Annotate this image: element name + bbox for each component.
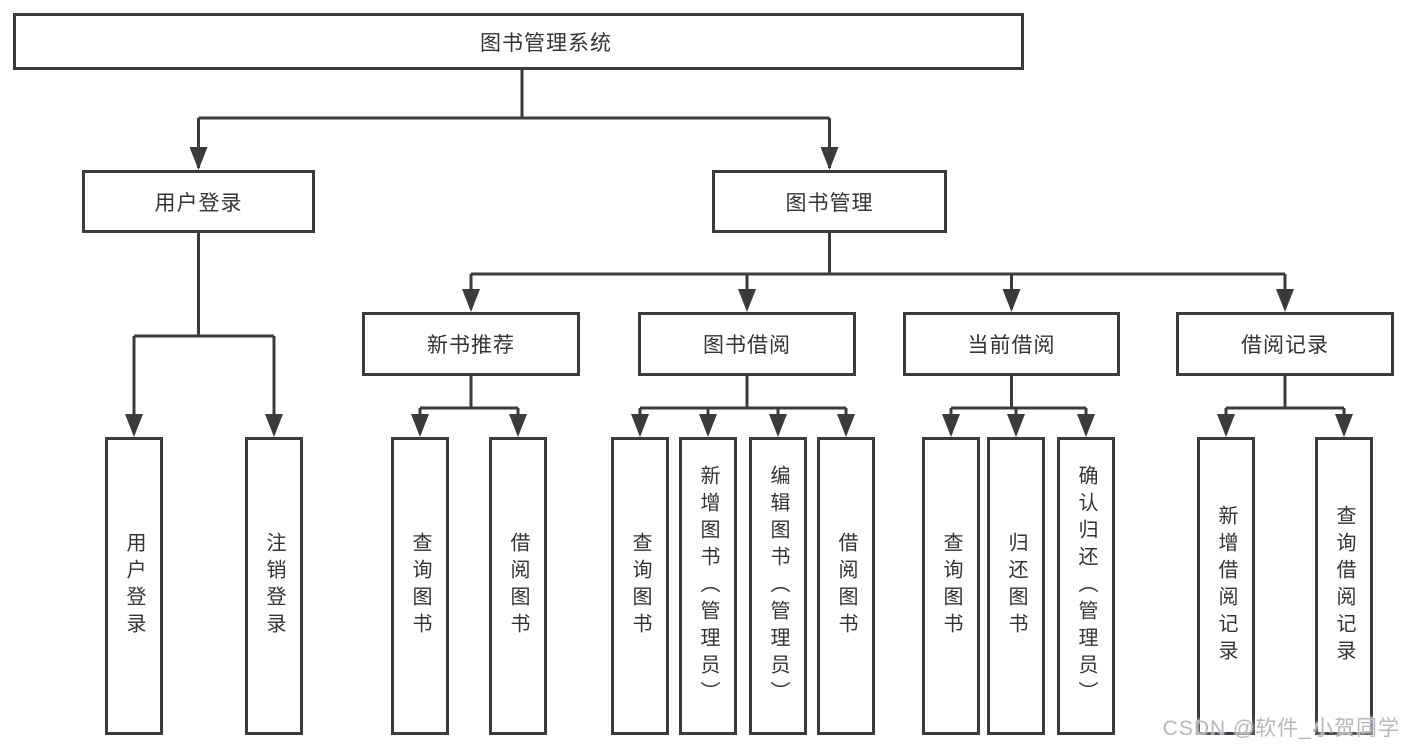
leaf-borrow-edit-books-admin-label: 编辑图书（管理员） (767, 464, 789, 708)
root-box-library-management-system: 图书管理系统 (13, 13, 1024, 70)
leaf-records-add-record-label: 新增借阅记录 (1215, 505, 1237, 667)
box-book-management: 图书管理 (712, 170, 947, 233)
leaf-logout: 注销登录 (245, 437, 303, 735)
box-user-login-label: 用户登录 (154, 191, 243, 215)
box-new-book-recommend: 新书推荐 (362, 312, 580, 376)
leaf-records-query-record-label: 查询借阅记录 (1333, 505, 1355, 667)
box-current-borrowing-label: 当前借阅 (967, 334, 1056, 357)
leaf-borrow-add-books-admin: 新增图书（管理员） (679, 437, 737, 735)
leaf-current-query-books-label: 查询图书 (940, 532, 962, 640)
leaf-logout-label: 注销登录 (263, 532, 285, 640)
leaf-user-login-label: 用户登录 (123, 532, 145, 640)
leaf-borrow-add-books-admin-label: 新增图书（管理员） (697, 464, 719, 708)
leaf-newrec-borrow-books-label: 借阅图书 (507, 532, 529, 640)
leaf-borrow-edit-books-admin: 编辑图书（管理员） (749, 437, 807, 735)
leaf-current-return-books-label: 归还图书 (1005, 532, 1027, 640)
connector-strokes (132, 68, 1346, 434)
leaf-user-login: 用户登录 (105, 437, 163, 735)
leaf-newrec-query-books-label: 查询图书 (409, 532, 431, 640)
box-borrowing-records-label: 借阅记录 (1241, 334, 1329, 357)
box-user-login: 用户登录 (82, 170, 315, 233)
box-book-borrowing: 图书借阅 (638, 312, 856, 376)
leaf-borrow-query-books: 查询图书 (611, 437, 669, 735)
box-current-borrowing: 当前借阅 (903, 312, 1120, 376)
leaf-newrec-borrow-books: 借阅图书 (489, 437, 547, 735)
leaf-current-confirm-return-admin-label: 确认归还（管理员） (1075, 464, 1097, 708)
leaf-borrow-borrow-books: 借阅图书 (817, 437, 875, 735)
root-label: 图书管理系统 (480, 31, 612, 55)
box-book-borrowing-label: 图书借阅 (703, 334, 791, 357)
leaf-current-return-books: 归还图书 (987, 437, 1045, 735)
box-borrowing-records: 借阅记录 (1176, 312, 1394, 376)
leaf-current-confirm-return-admin: 确认归还（管理员） (1057, 437, 1115, 735)
box-new-book-recommend-label: 新书推荐 (427, 334, 515, 357)
leaf-borrow-borrow-books-label: 借阅图书 (835, 532, 857, 640)
leaf-records-query-record: 查询借阅记录 (1315, 437, 1373, 735)
leaf-borrow-query-books-label: 查询图书 (629, 532, 651, 640)
leaf-newrec-query-books: 查询图书 (391, 437, 449, 735)
leaf-records-add-record: 新增借阅记录 (1197, 437, 1255, 735)
box-book-management-label: 图书管理 (785, 191, 874, 215)
leaf-current-query-books: 查询图书 (922, 437, 980, 735)
arrowheads (125, 147, 1353, 437)
csdn-watermark: CSDN @软件_小贺同学 (1162, 717, 1400, 740)
